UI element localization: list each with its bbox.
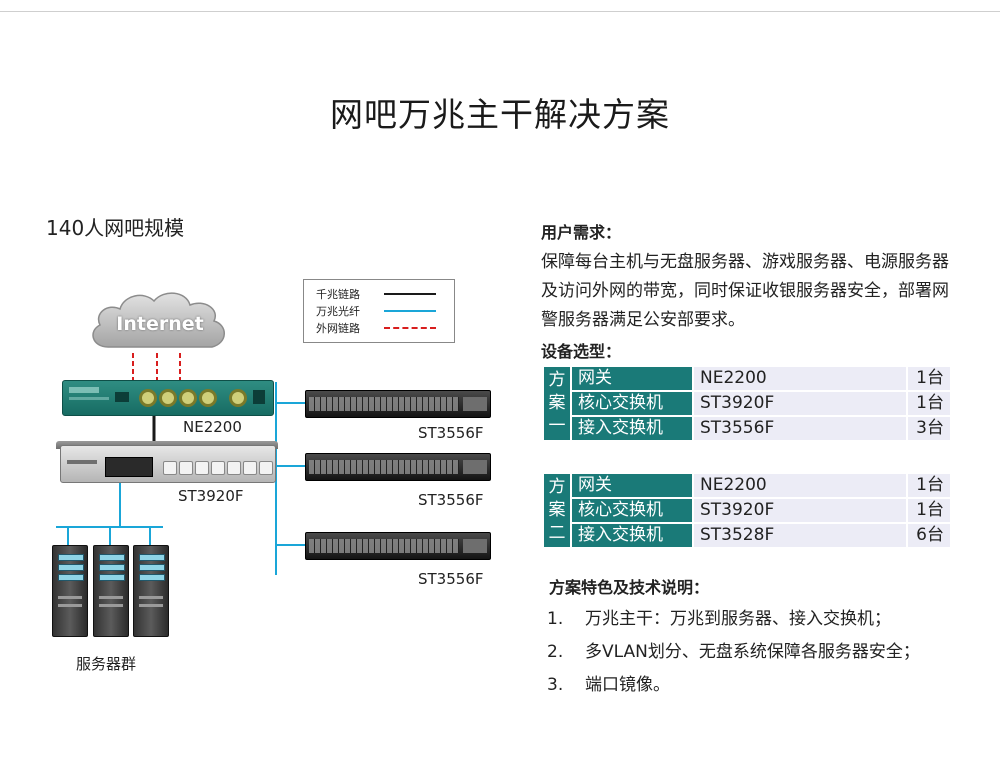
feature-2-text: 多VLAN划分、无盘系统保障各服务器安全； bbox=[585, 642, 920, 662]
table-row: 核心交换机 ST3920F 1台 bbox=[544, 499, 950, 522]
core-switch-label: ST3920F bbox=[178, 487, 244, 505]
plan-1-name: 方案一 bbox=[544, 367, 570, 440]
plan-2-device-3: 接入交换机 bbox=[572, 524, 692, 547]
list-item: 1. 万兆主干：万兆到服务器、接入交换机； bbox=[547, 604, 891, 629]
server-icon bbox=[93, 545, 129, 637]
plan-1-device-2: 核心交换机 bbox=[572, 392, 692, 415]
core-switch-icon bbox=[60, 445, 276, 483]
legend-fiber-line bbox=[384, 310, 436, 312]
access-switch-2-icon bbox=[305, 453, 491, 481]
feature-3-number: 3. bbox=[547, 675, 564, 695]
plan-2-device-2: 核心交换机 bbox=[572, 499, 692, 522]
plan-1-model-1: NE2200 bbox=[694, 367, 906, 390]
table-row: 接入交换机 ST3528F 6台 bbox=[544, 524, 950, 547]
page-title: 网吧万兆主干解决方案 bbox=[330, 95, 670, 134]
plan-1-qty-2: 1台 bbox=[908, 392, 950, 415]
internet-cloud-icon bbox=[92, 292, 225, 348]
legend-external-line bbox=[384, 327, 436, 329]
plan-1-qty-3: 3台 bbox=[908, 417, 950, 440]
table-row: 接入交换机 ST3556F 3台 bbox=[544, 417, 950, 440]
table-row: 方案二 网关 NE2200 1台 bbox=[544, 474, 950, 547]
list-item: 3. 端口镜像。 bbox=[547, 670, 670, 695]
access-switch-3-label: ST3556F bbox=[418, 570, 484, 588]
server-icon bbox=[52, 545, 88, 637]
list-item: 2. 多VLAN划分、无盘系统保障各服务器安全； bbox=[547, 637, 920, 662]
plan-2-device-1: 网关 bbox=[572, 474, 692, 497]
selection-heading: 设备选型： bbox=[541, 342, 622, 361]
needs-heading: 用户需求： bbox=[541, 223, 622, 242]
legend-gigabit-label: 千兆链路 bbox=[316, 288, 360, 301]
cloud-label: Internet bbox=[116, 313, 204, 335]
gateway-label: NE2200 bbox=[183, 418, 242, 436]
plan-1-model-2: ST3920F bbox=[694, 392, 906, 415]
access-switch-2-label: ST3556F bbox=[418, 491, 484, 509]
legend-fiber-label: 万兆光纤 bbox=[316, 305, 360, 318]
plan-2-qty-3: 6台 bbox=[908, 524, 950, 547]
plan-2-table: 方案二 网关 NE2200 1台 核心交换机 ST3920F 1台 接入交换机 … bbox=[542, 472, 952, 549]
access-switch-1-icon bbox=[305, 390, 491, 418]
table-row: 核心交换机 ST3920F 1台 bbox=[544, 392, 950, 415]
plan-2-model-1: NE2200 bbox=[694, 474, 906, 497]
plan-1-table: 方案一 网关 NE2200 1台 核心交换机 ST3920F 1台 接入交换机 … bbox=[542, 365, 952, 442]
plan-1-device-1: 网关 bbox=[572, 367, 692, 390]
plan-1-qty-1: 1台 bbox=[908, 367, 950, 390]
access-switch-3-icon bbox=[305, 532, 491, 560]
server-icon bbox=[133, 545, 169, 637]
plan-2-name: 方案二 bbox=[544, 474, 570, 547]
plan-2-qty-1: 1台 bbox=[908, 474, 950, 497]
legend-gigabit-line bbox=[384, 293, 436, 295]
table-row: 方案一 网关 NE2200 1台 bbox=[544, 367, 950, 440]
plan-2-qty-2: 1台 bbox=[908, 499, 950, 522]
gateway-device-icon bbox=[62, 380, 274, 416]
plan-1-model-3: ST3556F bbox=[694, 417, 906, 440]
feature-1-text: 万兆主干：万兆到服务器、接入交换机； bbox=[585, 609, 891, 629]
features-heading: 方案特色及技术说明： bbox=[549, 578, 710, 597]
scale-title: 140人网吧规模 bbox=[46, 216, 185, 240]
server-group-label: 服务器群 bbox=[76, 655, 137, 673]
plan-2-model-2: ST3920F bbox=[694, 499, 906, 522]
legend: 千兆链路 万兆光纤 外网链路 bbox=[303, 279, 455, 343]
needs-text: 保障每台主机与无盘服务器、游戏服务器、电源服务器及访问外网的带宽，同时保证收银服… bbox=[541, 252, 949, 330]
plan-1-device-3: 接入交换机 bbox=[572, 417, 692, 440]
legend-external-label: 外网链路 bbox=[316, 322, 360, 335]
feature-2-number: 2. bbox=[547, 642, 564, 662]
top-divider bbox=[0, 11, 1000, 12]
feature-3-text: 端口镜像。 bbox=[585, 675, 670, 695]
feature-1-number: 1. bbox=[547, 609, 564, 629]
access-switch-1-label: ST3556F bbox=[418, 424, 484, 442]
plan-2-model-3: ST3528F bbox=[694, 524, 906, 547]
